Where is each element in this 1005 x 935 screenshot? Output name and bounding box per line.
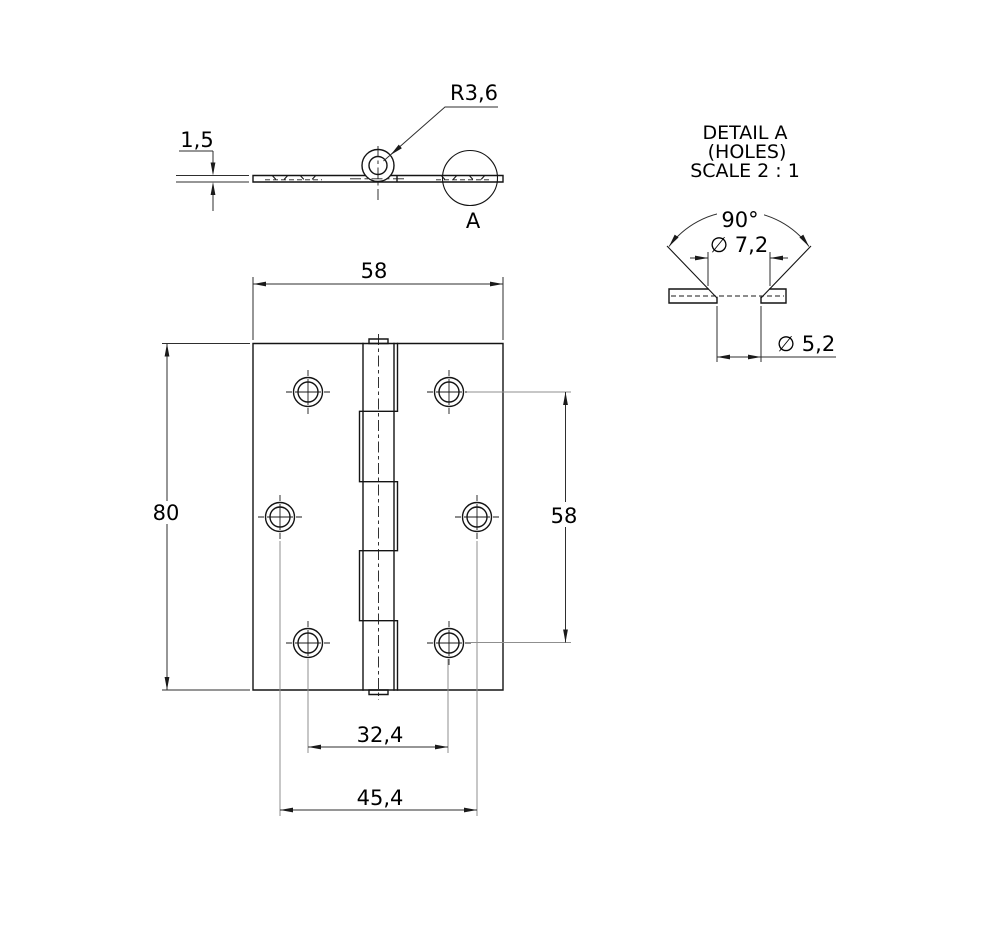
outer-spacing-value: 45,4 — [357, 786, 404, 810]
thickness-arrow-bottom — [210, 182, 216, 195]
height-extension-lines — [162, 343, 250, 691]
hidden-countersink-ticks — [272, 175, 485, 180]
countersink-extension-lines — [707, 252, 771, 286]
inner-spacing-value: 32,4 — [357, 723, 404, 747]
detail-subtitle: (HOLES) — [708, 141, 787, 163]
dimension-height: 80 — [149, 343, 250, 691]
front-view: 58 80 58 32,4 — [149, 259, 582, 816]
screw-hole — [258, 495, 302, 539]
detail-title: DETAIL A — [703, 122, 788, 144]
radius-value: R3,6 — [450, 81, 498, 105]
hole-centermark — [286, 370, 330, 414]
radius-leader-arrow — [390, 144, 402, 155]
dimension-countersink-angle: 90° — [668, 207, 810, 247]
dimension-thickness: 1,5 — [176, 128, 249, 211]
height-value: 80 — [153, 501, 180, 525]
countersink-diameter-value: ∅ 7,2 — [710, 233, 768, 257]
countersink-angle-value: 90° — [721, 208, 758, 232]
pin-end-caps — [368, 338, 389, 696]
dimension-knuckle-radius: R3,6 — [383, 81, 498, 162]
dimension-hole-spacing-inner: 32,4 — [308, 723, 448, 750]
dimension-hole-column: 58 — [548, 392, 582, 643]
detail-boundary-circle — [441, 149, 499, 207]
knuckle-centerlines — [350, 146, 406, 200]
detail-a-view: DETAIL A (HOLES) SCALE 2 : 1 90° ∅ 7,2 — [666, 122, 836, 362]
dimension-hole-diameter: ∅ 5,2 — [716, 306, 836, 362]
thickness-dimension-lines — [179, 150, 214, 211]
dimension-width: 58 — [252, 259, 504, 340]
hole-centermark — [427, 621, 471, 665]
screw-hole — [286, 370, 330, 414]
thickness-value: 1,5 — [180, 128, 213, 152]
thickness-arrow-top — [210, 162, 216, 176]
hole-dia-extension-lines — [716, 306, 762, 362]
width-extension-lines — [252, 277, 504, 340]
hinge-plate-outline — [252, 342, 504, 691]
hole-centermark — [427, 370, 471, 414]
screw-hole — [455, 495, 499, 539]
detail-circle-label: A — [466, 209, 481, 233]
screw-hole — [427, 621, 471, 665]
hole-extension-lines — [279, 391, 571, 816]
thickness-extension-lines — [176, 175, 249, 183]
hole-centermark — [258, 495, 302, 539]
dimension-hole-spacing-outer: 45,4 — [280, 786, 477, 813]
countersink-chamfer-lines — [666, 245, 812, 299]
screw-hole — [427, 370, 471, 414]
radius-leader-line — [383, 106, 498, 162]
dimension-countersink-diameter: ∅ 7,2 — [690, 233, 788, 286]
hole-diameter-value: ∅ 5,2 — [777, 332, 835, 356]
width-value: 58 — [361, 259, 388, 283]
hole-centermark — [286, 621, 330, 665]
detail-plate-section — [668, 288, 787, 304]
hole-column-value: 58 — [551, 504, 578, 528]
detail-scale-note: SCALE 2 : 1 — [690, 160, 800, 182]
screw-hole — [286, 621, 330, 665]
hole-centermark — [455, 495, 499, 539]
side-view: A 1,5 R3,6 — [176, 81, 504, 233]
